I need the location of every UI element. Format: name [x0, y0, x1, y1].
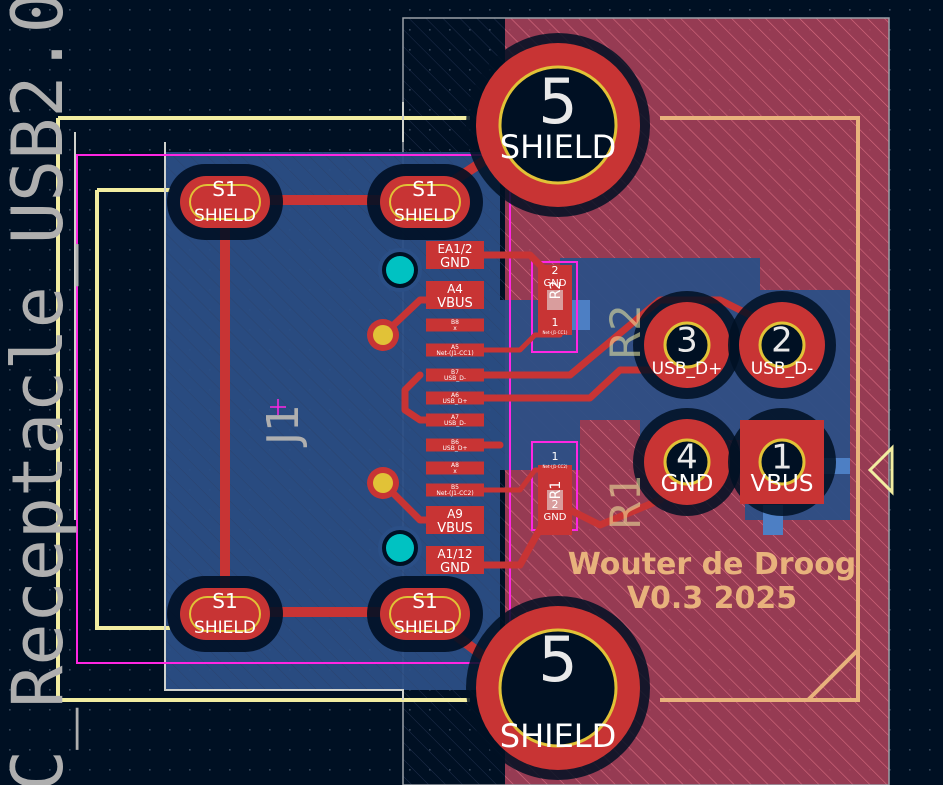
- pin-number: B8: [451, 319, 459, 326]
- pad-1-number: 1: [552, 450, 559, 463]
- pad-net-label: SHIELD: [394, 206, 456, 226]
- pad-number: S1: [412, 177, 437, 201]
- connector-silkscreen-outline: [56, 116, 470, 702]
- vias: [367, 248, 422, 570]
- connector-pin-pad[interactable]: A8x: [426, 461, 484, 476]
- shield-pad-bottom[interactable]: 5 SHIELD: [476, 606, 640, 770]
- courtyard-outline: [76, 154, 578, 664]
- pin-net: VBUS: [437, 521, 473, 536]
- pad-net-label: SHIELD: [194, 206, 256, 226]
- pin-net: USB_D-: [444, 420, 466, 427]
- pad-1-net: Net-(J1-CC1): [543, 330, 568, 335]
- pad-number: 5: [538, 65, 577, 138]
- pin-net: Net-(J1-CC2): [436, 490, 473, 497]
- pad-net-label: SHIELD: [194, 618, 256, 638]
- pin1-marker: [867, 444, 894, 496]
- pin-net: USB_D+: [443, 445, 468, 452]
- pad-net-label: SHIELD: [500, 717, 617, 755]
- pin-number: A8: [451, 462, 459, 469]
- pad-number: 4: [676, 438, 698, 478]
- pad-number: 2: [771, 321, 793, 361]
- pin-net: Net-(J1-CC1): [436, 350, 473, 357]
- pad-net: GND: [661, 471, 714, 497]
- pad-1-number: 1: [552, 316, 559, 329]
- shield-pad-top[interactable]: 5 SHIELD: [476, 43, 640, 207]
- pad-2-net: GND: [544, 278, 567, 289]
- pin-number: B6: [451, 439, 459, 446]
- pad-2-net: GND: [544, 512, 567, 523]
- author-text: Wouter de Droog: [568, 547, 857, 582]
- pin-number: A7: [451, 414, 459, 421]
- back-silk-outline: [660, 116, 860, 702]
- pad-number: 3: [676, 321, 698, 361]
- footprint-value: C_Receptacle_USB2.0: [0, 0, 79, 785]
- pin-net: GND: [440, 256, 470, 271]
- pad-number: S1: [212, 589, 237, 613]
- pin-net: USB_D-: [444, 375, 466, 382]
- pad-1-net: Net-(J1-CC2): [543, 464, 568, 469]
- pad-number: 5: [538, 623, 577, 696]
- pin-net: x: [453, 325, 457, 332]
- resistor-ref: R2: [548, 281, 564, 300]
- pad-number: S1: [212, 177, 237, 201]
- pad-net: USB_D-: [751, 359, 814, 379]
- pin-number: B7: [451, 369, 459, 376]
- reference-j1: J1: [258, 404, 309, 448]
- pad-net: USB_D+: [652, 359, 723, 379]
- pin-net: USB_D+: [443, 398, 468, 405]
- pin-number: A1/12: [437, 547, 472, 561]
- reference-r1-silk: R1: [601, 474, 650, 530]
- pad-net: VBUS: [751, 471, 814, 497]
- pin-net: VBUS: [437, 296, 473, 311]
- pin-number: A5: [451, 344, 459, 351]
- pad-2-number: 2: [552, 498, 559, 511]
- connector-pin-pad[interactable]: B8x: [426, 318, 484, 333]
- resistor-ref: R1: [548, 481, 564, 500]
- pad-2-number: 2: [552, 264, 559, 277]
- reference-r2-silk: R2: [601, 304, 650, 360]
- pad-net-label: SHIELD: [500, 128, 617, 166]
- pin-net: GND: [440, 561, 470, 576]
- pin-number: A4: [447, 282, 463, 296]
- footprint-anchor: [270, 399, 286, 415]
- pin-net: x: [453, 468, 457, 475]
- pin-number: B5: [451, 484, 459, 491]
- version-text: V0.3 2025: [627, 581, 797, 616]
- pin-number: EA1/2: [437, 242, 472, 256]
- pad-net-label: SHIELD: [394, 618, 456, 638]
- pin-number: A6: [451, 392, 459, 399]
- pad-number: S1: [412, 589, 437, 613]
- fab-outline: [74, 102, 404, 700]
- pin-number: A9: [447, 507, 463, 521]
- pad-number: 1: [771, 438, 793, 478]
